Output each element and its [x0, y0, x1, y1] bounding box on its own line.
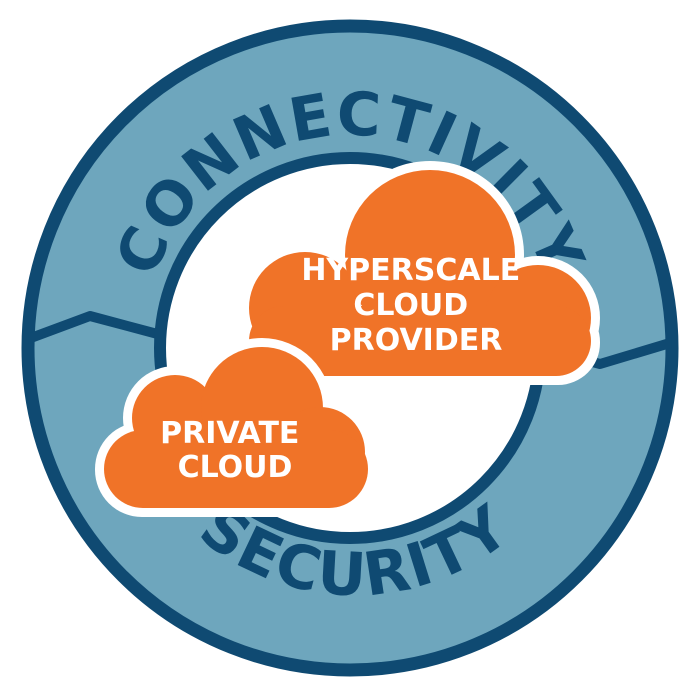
hyperscale-cloud-label: HYPERSCALE CLOUD PROVIDER [301, 253, 530, 358]
private-cloud-icon: PRIVATE CLOUD [95, 338, 377, 517]
private-line-1: PRIVATE [160, 416, 299, 451]
hyperscale-line-2: CLOUD [353, 288, 468, 323]
private-cloud-label: PRIVATE CLOUD [160, 416, 310, 485]
hyperscale-line-3: PROVIDER [330, 323, 503, 358]
hyperscale-line-1: HYPERSCALE [301, 253, 520, 288]
private-line-2: CLOUD [178, 450, 293, 485]
hyperscale-cloud-icon: HYPERSCALE CLOUD PROVIDER [240, 161, 600, 385]
